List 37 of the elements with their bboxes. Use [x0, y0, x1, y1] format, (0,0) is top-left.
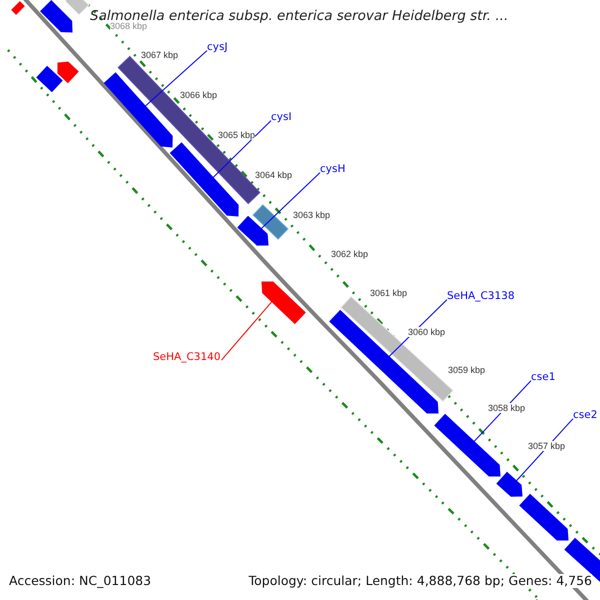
gene-feature — [519, 494, 569, 541]
leader-line — [144, 50, 208, 107]
position-label: 3064 kbp — [255, 170, 292, 180]
gene-feature — [496, 472, 523, 497]
gene-label: SeHA_C3138 — [447, 290, 515, 302]
position-label: 3063 kbp — [293, 210, 330, 220]
footer-text: Topology: circular; Length: 4,888,768 bp; Genes: 4,756 — [248, 574, 592, 588]
gene-label: cse1 — [531, 371, 556, 384]
gene-feature — [36, 66, 63, 92]
leader-line — [260, 172, 320, 230]
gene-label: SeHA_C3140 — [153, 351, 221, 364]
position-label: 3062 kbp — [331, 249, 368, 260]
footer-text: Accession: NC_011083 — [9, 574, 152, 588]
gene-feature — [57, 62, 79, 84]
position-label: 3065 kbp — [218, 130, 256, 140]
gene-feature — [104, 72, 173, 148]
leader-line — [221, 300, 273, 361]
position-label: 3060 kbp — [408, 327, 446, 338]
gene-label: cysJ — [207, 41, 228, 54]
position-label: 3059 kbp — [448, 365, 486, 376]
position-label: 3061 kbp — [370, 288, 408, 298]
gene-feature — [237, 216, 269, 246]
gene-label: cysH — [320, 163, 346, 176]
gene-label: cse2 — [573, 409, 598, 422]
gene-feature — [170, 142, 239, 217]
map-title: Salmonella enterica subsp. enterica serovar Heidelberg str. ... — [90, 9, 508, 24]
position-label: 3057 kbp — [528, 441, 566, 452]
gene-feature — [261, 282, 306, 324]
leader-line — [212, 120, 272, 178]
position-label: 3058 kbp — [488, 403, 526, 414]
position-label: 3067 kbp — [141, 50, 178, 60]
position-label: 3068 kbp — [110, 21, 148, 32]
gene-feature — [434, 414, 501, 477]
gene-feature — [11, 1, 25, 15]
gene-label: cysI — [271, 111, 292, 124]
gene-feature — [40, 0, 73, 33]
position-label: 3066 kbp — [180, 90, 218, 100]
